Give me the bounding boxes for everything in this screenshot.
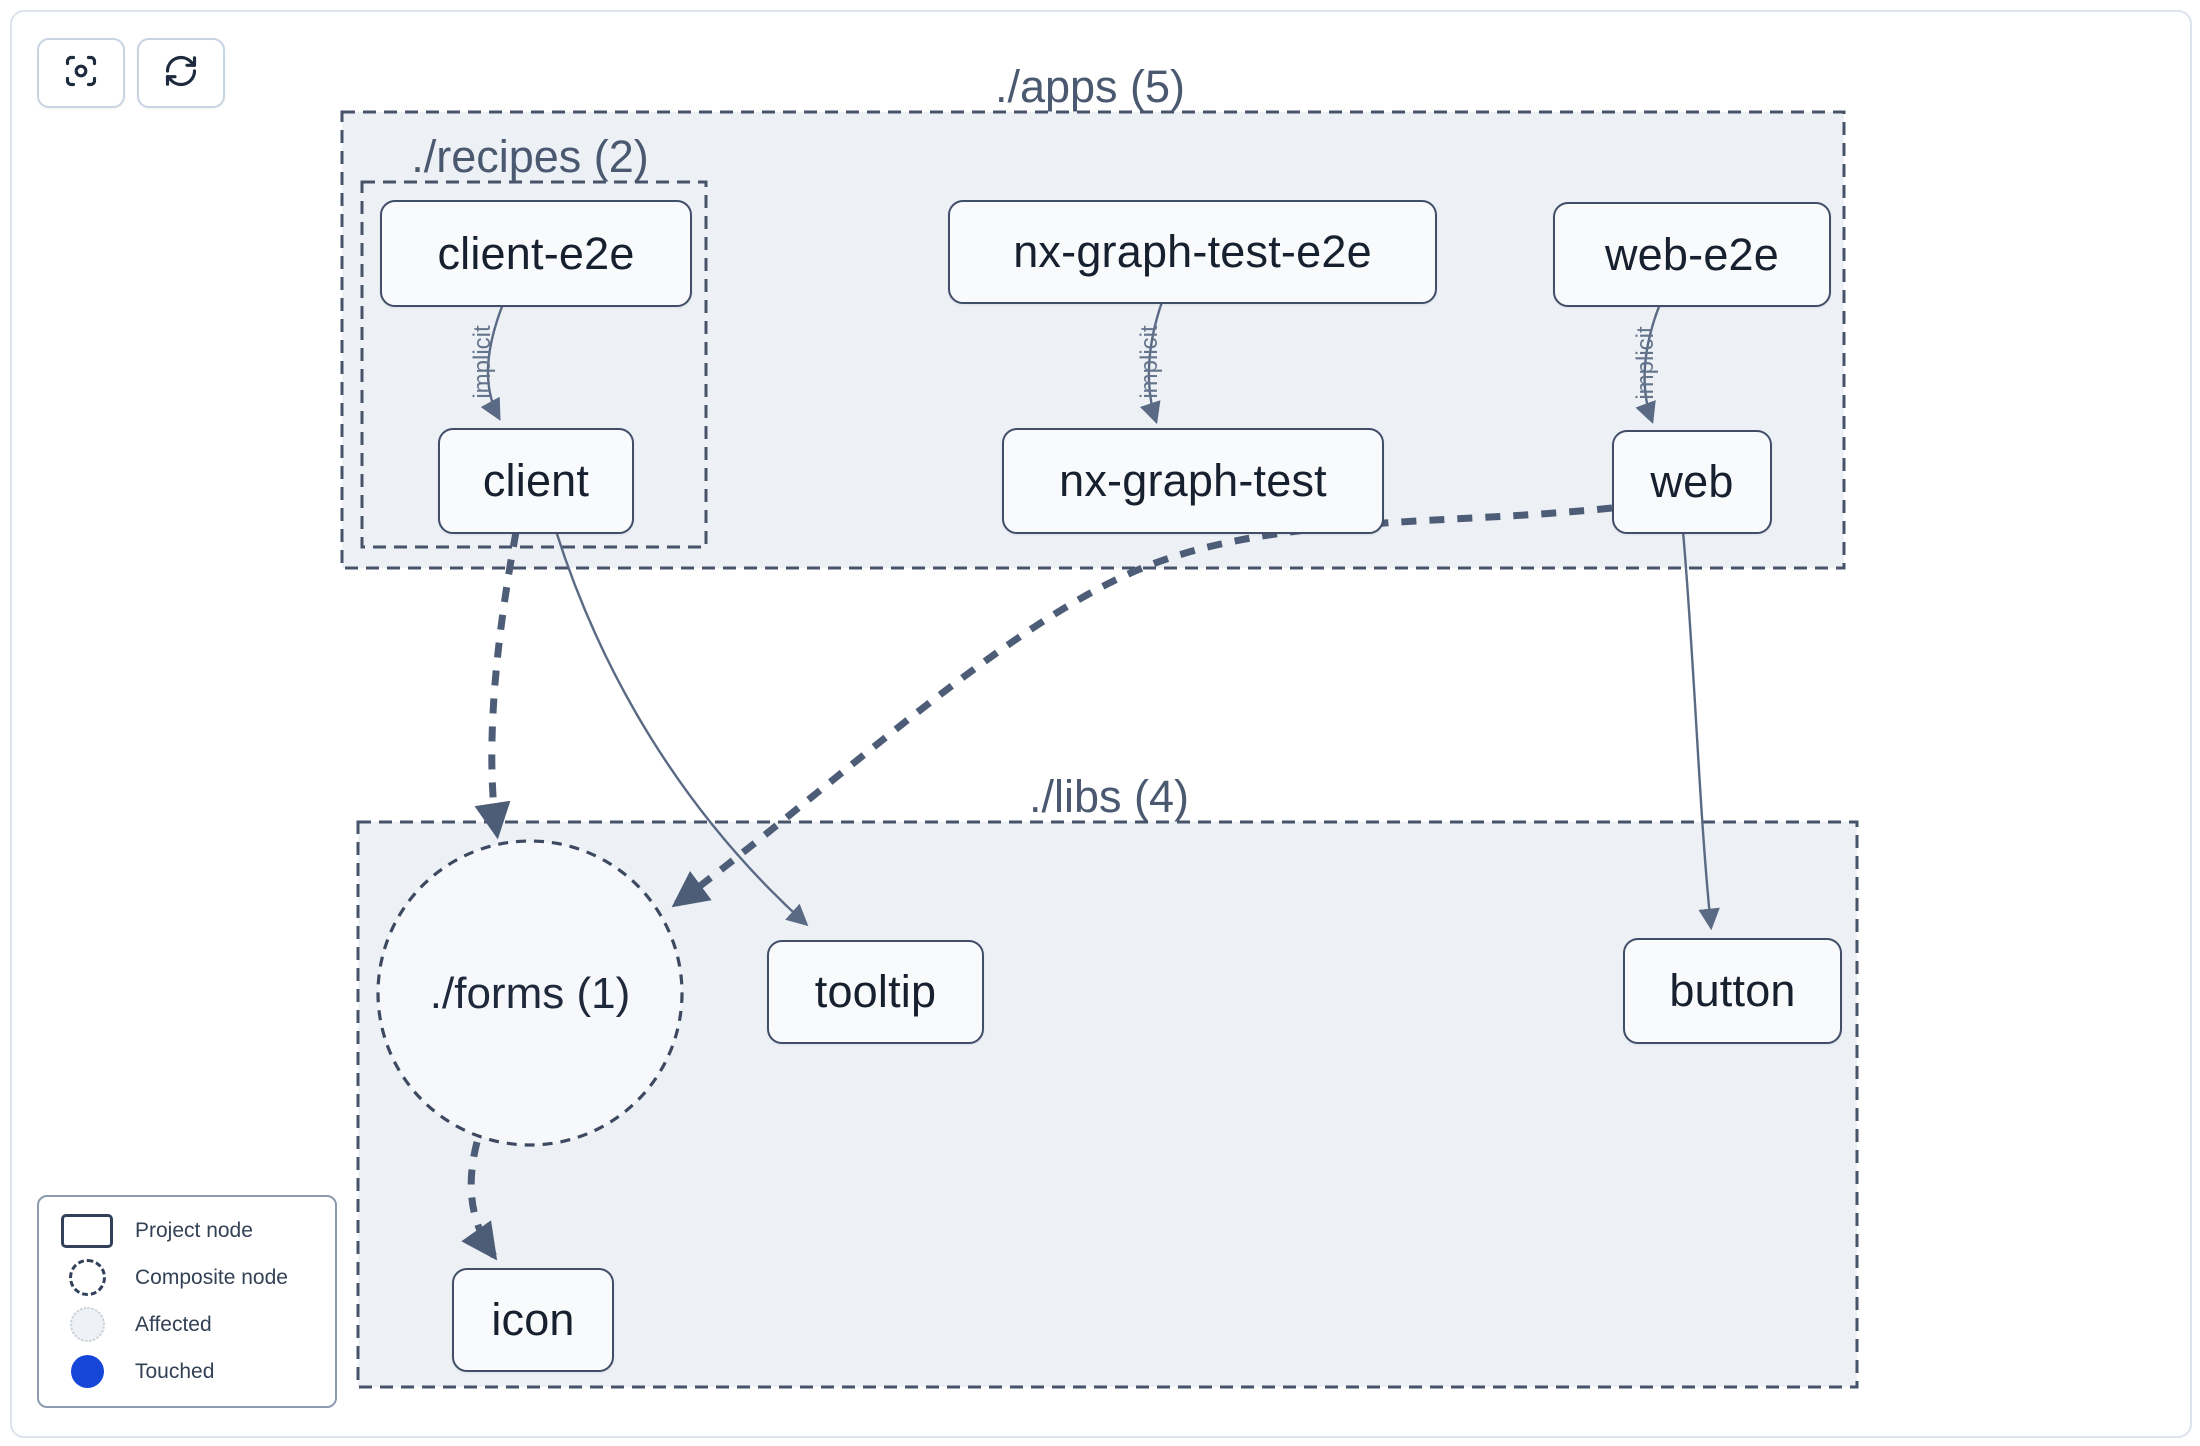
node-client[interactable]: client — [438, 428, 634, 534]
legend-label-project: Project node — [135, 1218, 253, 1242]
group-title-libs[interactable]: ./libs (4) — [1028, 771, 1190, 822]
node-tooltip[interactable]: tooltip — [767, 940, 984, 1044]
refresh-icon — [163, 53, 199, 94]
node-web-e2e[interactable]: web-e2e — [1553, 202, 1831, 307]
legend-row-touched: Touched — [39, 1348, 335, 1395]
focus-button[interactable] — [37, 38, 125, 108]
edge-webe2e-web — [1635, 303, 1662, 425]
legend-label-composite: Composite node — [135, 1265, 288, 1289]
group-title-recipes[interactable]: ./recipes (2) — [411, 131, 649, 182]
composite-node-forms-label[interactable]: ./forms (1) — [429, 969, 631, 1018]
affected-swatch — [69, 1307, 105, 1342]
refresh-button[interactable] — [137, 38, 225, 108]
focus-icon — [63, 53, 99, 94]
node-nx-graph-test-e2e[interactable]: nx-graph-test-e2e — [948, 200, 1437, 304]
legend-row-project: Project node — [39, 1207, 335, 1254]
group-title-apps[interactable]: ./apps (5) — [994, 61, 1186, 112]
node-icon[interactable]: icon — [452, 1268, 614, 1372]
edge-label-implicit-client: implicit — [469, 325, 496, 399]
legend: Project node Composite node Affected Tou… — [37, 1195, 337, 1408]
node-nx-graph-test[interactable]: nx-graph-test — [1002, 428, 1384, 534]
legend-row-composite: Composite node — [39, 1254, 335, 1301]
composite-node-swatch — [68, 1259, 106, 1296]
touched-swatch — [70, 1355, 104, 1388]
legend-row-affected: Affected — [39, 1301, 335, 1348]
node-button[interactable]: button — [1623, 938, 1842, 1044]
edge-client-tooltip — [554, 530, 809, 927]
edge-web-forms — [671, 504, 1613, 908]
edge-nxgraphteste2e-nxgraphtest — [1139, 301, 1164, 425]
legend-label-touched: Touched — [135, 1359, 215, 1383]
node-web[interactable]: web — [1612, 430, 1772, 534]
edge-label-implicit-web: implicit — [1632, 326, 1659, 400]
project-node-swatch — [61, 1213, 113, 1248]
composite-node-forms-circle[interactable] — [376, 839, 684, 1147]
node-client-e2e[interactable]: client-e2e — [380, 200, 692, 307]
edge-web-button — [1681, 530, 1720, 931]
edge-client-forms — [474, 531, 520, 840]
legend-label-affected: Affected — [135, 1312, 212, 1336]
edge-cliente2e-client — [480, 303, 505, 421]
edge-forms-icon — [461, 1141, 498, 1261]
edge-label-implicit-nx-graph-test: implicit — [1136, 325, 1163, 399]
